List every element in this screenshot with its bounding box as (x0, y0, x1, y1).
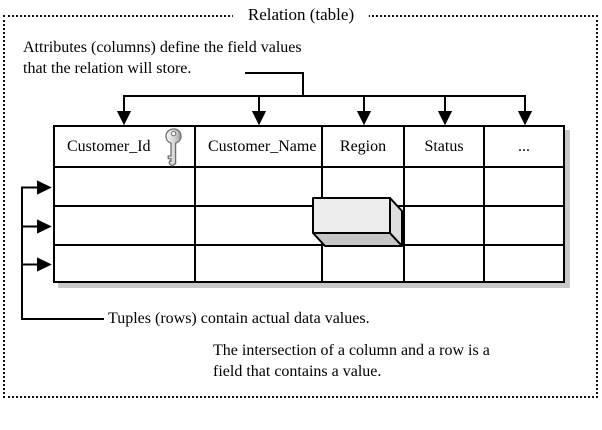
table-cell (55, 207, 196, 246)
intersection-note: The intersection of a column and a row i… (213, 340, 490, 382)
intersection-note-line2: field that contains a value. (213, 363, 382, 380)
column-header-4: ... (485, 127, 563, 168)
diagram-title: Relation (table) (232, 4, 370, 25)
table-cell (485, 207, 563, 246)
table-cell (485, 246, 563, 281)
table-cell (55, 246, 196, 281)
tuples-note: Tuples (rows) contain actual data values… (108, 310, 370, 327)
attributes-note: Attributes (columns) define the field va… (23, 37, 302, 79)
intersection-note-line1: The intersection of a column and a row i… (213, 342, 490, 359)
table-cell (405, 168, 485, 207)
column-header-1: Customer_Name (196, 127, 323, 168)
attributes-note-line2: that the relation will store. (23, 60, 192, 77)
column-header-3: Status (405, 127, 485, 168)
table-cell (323, 246, 405, 281)
table-cell (196, 168, 323, 207)
table-cell (405, 246, 485, 281)
table-cell (323, 207, 405, 246)
table-cell (485, 168, 563, 207)
column-header-0: Customer_Id (55, 127, 196, 168)
attributes-note-line1: Attributes (columns) define the field va… (23, 39, 302, 56)
table-cell (196, 207, 323, 246)
table-cell (55, 168, 196, 207)
table-cell (405, 207, 485, 246)
table-cell (323, 168, 405, 207)
table-cell (196, 246, 323, 281)
column-header-2: Region (323, 127, 405, 168)
